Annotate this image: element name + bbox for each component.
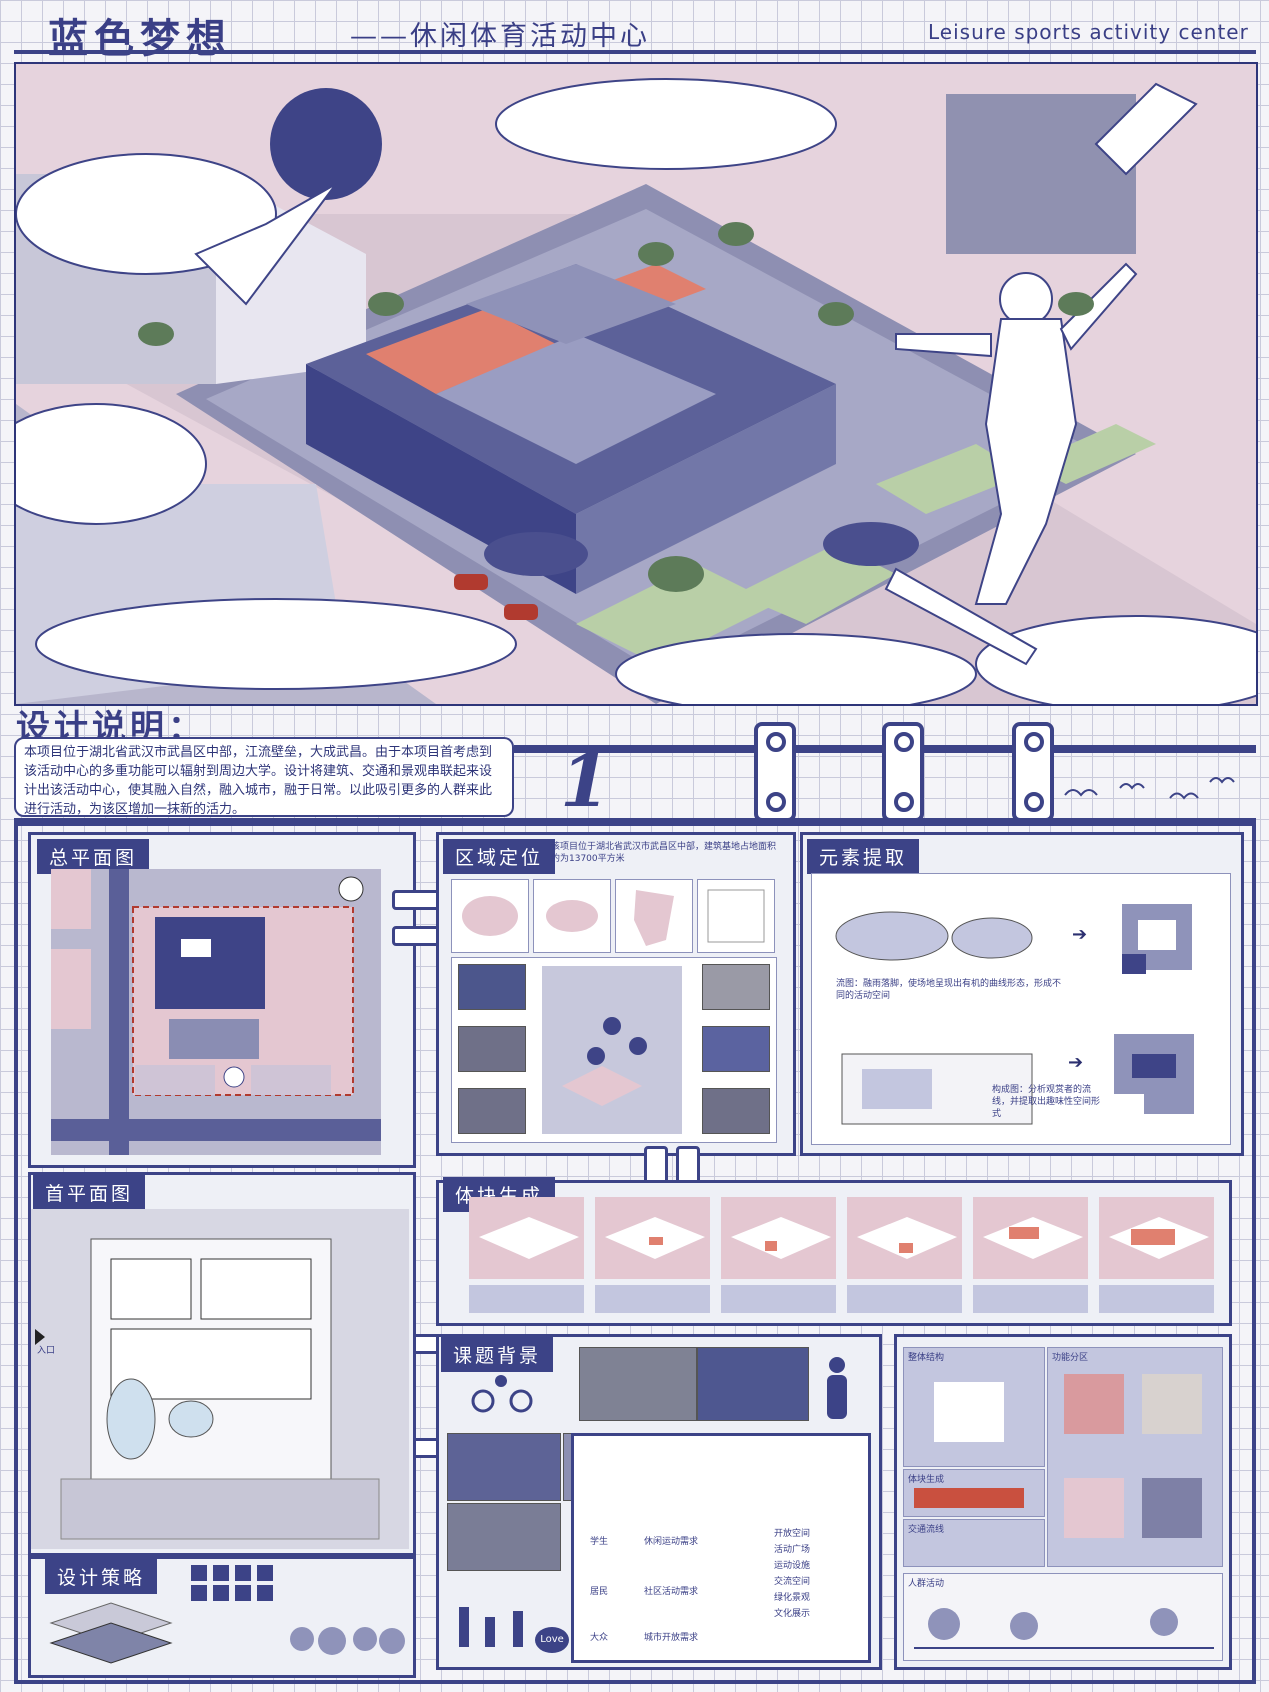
connector-clip: [392, 926, 442, 946]
frame-bar-mid: [14, 818, 1256, 826]
background-photo: [447, 1433, 561, 1501]
analysis-label: 交通流线: [908, 1525, 945, 1535]
building-icon: [213, 1565, 229, 1581]
analysis-functions: 功能分区: [1047, 1347, 1223, 1567]
background-label: 课题背景: [441, 1337, 554, 1372]
bird-flock-icon: [1064, 777, 1235, 800]
strategy-label: 设计策略: [45, 1559, 158, 1594]
location-label: 区域定位: [443, 839, 556, 874]
cart-icon: [257, 1585, 273, 1601]
flow-right-label: 开放空间: [774, 1529, 811, 1539]
background-panel: 课题背景 学生 居民 大众 休闲运动需求 社区活动需求 城市开放需求 开放空间 …: [436, 1334, 882, 1670]
hero-illustration: [16, 64, 1256, 704]
strategy-layers-graphic: [49, 1602, 173, 1664]
plan-sketch: [841, 1053, 1033, 1125]
flow-right-label: 交流空间: [774, 1577, 811, 1587]
bolt-ornament: [754, 722, 796, 822]
elements-board: 流图：融雨落脚，使场地呈现出有机的曲线形态，形成不同的活动空间 ➔ 构成图：分析…: [811, 873, 1231, 1145]
love-heart-badge: Love: [535, 1627, 569, 1653]
strategy-panel: 设计策略: [28, 1556, 416, 1678]
first-floor-panel: 首平面图 入口: [28, 1172, 416, 1556]
background-photo: [447, 1503, 561, 1571]
entrance-marker: 入口: [37, 1346, 56, 1356]
analysis-label: 体块生成: [908, 1475, 945, 1485]
analysis-label: 人群活动: [908, 1579, 945, 1589]
flow-right-label: 绿化景观: [774, 1593, 811, 1603]
flow-sketch: [835, 911, 1033, 961]
context-photo: [702, 1026, 770, 1072]
site-plan-panel: 总平面图: [28, 832, 416, 1168]
elements-panel: 元素提取 流图：融雨落脚，使场地呈现出有机的曲线形态，形成不同的活动空间 ➔ 构…: [800, 832, 1244, 1156]
analysis-label: 整体结构: [908, 1353, 945, 1363]
china-map-thumb: [451, 879, 529, 953]
header-rule: [14, 50, 1256, 54]
context-photo: [458, 1088, 526, 1134]
flow-right-label: 运动设施: [774, 1561, 811, 1571]
flow-left-label: 居民: [590, 1587, 609, 1597]
extracted-form-1: [1122, 904, 1192, 974]
elderly-person-icon: [827, 1357, 847, 1419]
cyclist-icon: [471, 1375, 533, 1413]
tree-row-graphic: [290, 1627, 405, 1655]
background-flow-board: 学生 居民 大众 休闲运动需求 社区活动需求 城市开放需求 开放空间 活动广场 …: [571, 1433, 871, 1663]
site-plan-drawing: [51, 869, 381, 1155]
analysis-activities: 人群活动: [903, 1573, 1223, 1661]
book-icon: [235, 1565, 251, 1581]
poster-subtitle: ——休闲体育活动中心: [350, 21, 650, 52]
connector-clip: [392, 890, 442, 910]
chart-icon: [257, 1565, 273, 1581]
massing-panel: 体块生成: [436, 1177, 1232, 1326]
massing-steps: [469, 1197, 1214, 1313]
analysis-label: 功能分区: [1052, 1353, 1089, 1363]
site-context-board: [451, 957, 777, 1143]
shop-icon: [235, 1585, 251, 1601]
first-floor-label: 首平面图: [33, 1175, 146, 1210]
flow-left-label: 学生: [590, 1537, 609, 1547]
person-icon: [191, 1565, 207, 1581]
background-photo: [697, 1347, 809, 1421]
flow-left-label: 大众: [590, 1633, 609, 1643]
strategy-icons: [191, 1565, 281, 1601]
massing-bar: [914, 1488, 1024, 1508]
analysis-massing: 体块生成: [903, 1469, 1045, 1517]
flow-mid-label: 休闲运动需求: [644, 1537, 699, 1547]
district-map-thumb: [697, 879, 775, 953]
element-note-2: 构成图：分析观赏者的流线，并提取出趣味性空间形式: [992, 1085, 1101, 1119]
hubei-map-thumb: [533, 879, 611, 953]
context-axon: [542, 966, 682, 1134]
wuhan-map-thumb: [615, 879, 693, 953]
analysis-circulation: 交通流线: [903, 1519, 1045, 1567]
hero-axonometric: [14, 62, 1258, 706]
people-silhouettes: [459, 1607, 523, 1647]
flow-mid-label: 城市开放需求: [644, 1633, 699, 1643]
flow-right-label: 文化展示: [774, 1609, 811, 1619]
bolt-ornament: [882, 722, 924, 822]
context-photo: [458, 964, 526, 1010]
site-plan-label: 总平面图: [37, 839, 150, 874]
element-note-1: 流图：融雨落脚，使场地呈现出有机的曲线形态，形成不同的活动空间: [836, 979, 1062, 1001]
bolt-ornament: [1012, 722, 1054, 822]
first-floor-drawing: [31, 1209, 409, 1549]
poster-title-en: Leisure sports activity center: [928, 20, 1249, 44]
lower-frame: [14, 818, 1256, 1684]
background-photo: [579, 1347, 697, 1421]
description-text: 本项目位于湖北省武汉市武昌区中部，江流壁垒，大成武昌。由于本项目首考虑到该活动中…: [14, 737, 514, 817]
runner-icon: [191, 1585, 207, 1601]
context-photo: [702, 964, 770, 1010]
arrow-icon: ➔: [1068, 1052, 1084, 1073]
location-note: 该项目位于湖北省武汉市武昌区中部，建筑基地占地面积约为13700平方米: [551, 842, 777, 864]
context-photo: [458, 1026, 526, 1072]
flow-mid-label: 社区活动需求: [644, 1587, 699, 1597]
flow-right-label: 活动广场: [774, 1545, 811, 1555]
analysis-structure: 整体结构: [903, 1347, 1045, 1467]
context-photo: [702, 1088, 770, 1134]
extracted-form-2: [1114, 1034, 1194, 1114]
analysis-panel: 整体结构 功能分区 体块生成 交通流线 人群活动: [894, 1334, 1232, 1670]
poster-title: 蓝色梦想: [48, 15, 232, 62]
location-panel: 区域定位 该项目位于湖北省武汉市武昌区中部，建筑基地占地面积约为13700平方米: [436, 832, 796, 1156]
arrow-icon: ➔: [1072, 924, 1088, 945]
flow-right-labels: 开放空间 活动广场 运动设施 交流空间 绿化景观 文化展示: [774, 1526, 854, 1622]
group-icon: [213, 1585, 229, 1601]
elements-label: 元素提取: [807, 839, 920, 874]
